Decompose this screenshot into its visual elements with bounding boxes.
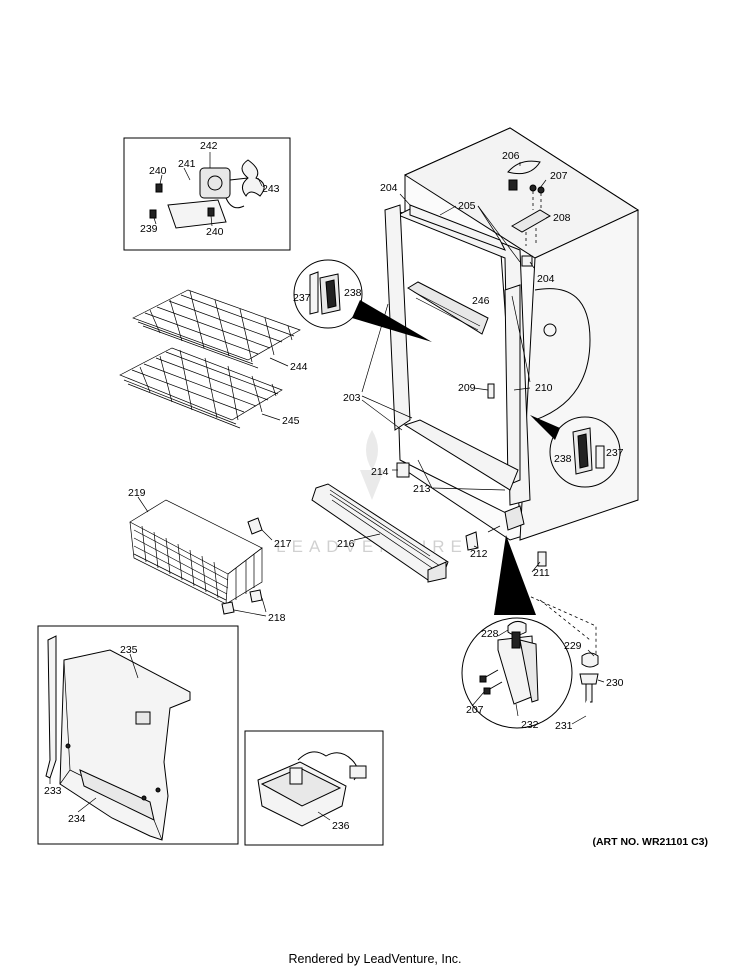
clip-209 [487,383,495,399]
label-209: 209 [458,382,476,394]
label-206: 206 [502,150,520,162]
label-219: 219 [128,487,146,499]
light-callout-right: 238 237 [530,415,624,488]
label-236: 236 [332,820,350,832]
inset-frame-back [37,625,239,845]
bottom-hinge-bracket [504,505,525,531]
light-callout-left: 237 238 [293,259,432,342]
basket-slide-218b [249,589,263,603]
bottom-breaker-strip [403,419,519,491]
cabinet-leaders: 204 205 206 207 208 204 246 203 209 210 … [343,150,571,579]
bottom-hinge-callout: 228 207 232 [461,535,573,731]
footer-credit: Rendered by LeadVenture, Inc. [288,952,462,966]
screw-240a [155,183,163,193]
basket-slide-218a [221,601,235,615]
leveler-parts: 229 230 231 [519,591,626,768]
drain-pan-inset: 236 [244,730,384,846]
fan-motor [199,167,231,199]
label-214: 214 [371,466,389,478]
screw-239 [149,209,157,219]
motor-wire [225,197,245,209]
label-231: 231 [555,720,573,732]
label-207-bottom: 207 [466,704,484,716]
label-245: 245 [282,415,300,427]
label-213: 213 [413,483,431,495]
compressor-recess [534,288,591,421]
left-breaker-strip [384,204,411,431]
top-breaker-strip [409,204,507,251]
back-panel-inset: 235 233 234 [37,625,239,845]
label-229: 229 [564,640,582,652]
basket-clip-217 [247,517,263,535]
right-breaker-strip [504,284,521,486]
toe-grille-216: 216 [311,483,449,583]
label-238-right: 238 [554,453,572,465]
label-204-right: 204 [537,273,555,285]
wire-shelf-245: 245 [119,347,300,429]
freezer-cabinet [384,127,640,567]
label-210: 210 [535,382,553,394]
shelf-support-246 [407,281,489,335]
label-216: 216 [337,538,355,550]
label-239: 239 [140,223,158,235]
label-246: 246 [472,295,490,307]
inset-frame [123,137,291,251]
label-244: 244 [290,361,308,373]
callout-pointer-right [530,415,560,440]
label-207-top: 207 [550,170,568,182]
switch-214 [396,462,410,478]
label-230: 230 [606,677,624,689]
label-235: 235 [120,644,138,656]
label-217: 217 [274,538,292,550]
inset-frame-pan [244,730,384,846]
leg-211 [537,551,547,567]
back-panel-235 [59,649,191,841]
label-208: 208 [553,212,571,224]
label-241: 241 [178,158,196,170]
fan-blade [241,159,265,197]
label-205: 205 [458,200,476,212]
label-234: 234 [68,813,86,825]
hinge-cover-206 [507,160,541,175]
label-211: 211 [533,567,550,579]
callout-pointer-hinge [494,535,536,615]
trim-233 [45,635,57,779]
label-218: 218 [268,612,286,624]
label-242: 242 [200,140,218,152]
label-232: 232 [521,719,539,731]
pan-connector [349,765,367,779]
cabinet-side [519,209,639,541]
label-240-top: 240 [149,165,167,177]
hinge-cap-204-top [508,179,518,191]
label-238-left: 238 [344,287,362,299]
label-240-bottom: 240 [206,226,224,238]
wire-basket-219: 219 217 218 [128,487,292,624]
label-237-right: 237 [606,447,624,459]
motor-bracket [167,199,227,229]
label-233: 233 [44,785,62,797]
label-243: 243 [262,183,280,195]
bolt-head-230 [579,673,599,685]
label-228: 228 [481,628,499,640]
callout-pointer-left [352,300,432,342]
art-number: (ART NO. WR21101 C3) [592,836,708,848]
wire-shelf-244: 244 [132,289,308,373]
label-237-left: 237 [293,292,311,304]
hinge-cap-204-right [521,255,533,267]
cap-229 [581,652,599,668]
label-212: 212 [470,548,488,560]
fan-motor-inset: 240 241 242 243 239 240 [123,137,291,251]
screw-240b [207,207,215,217]
label-203: 203 [343,392,361,404]
label-204-top: 204 [380,182,398,194]
